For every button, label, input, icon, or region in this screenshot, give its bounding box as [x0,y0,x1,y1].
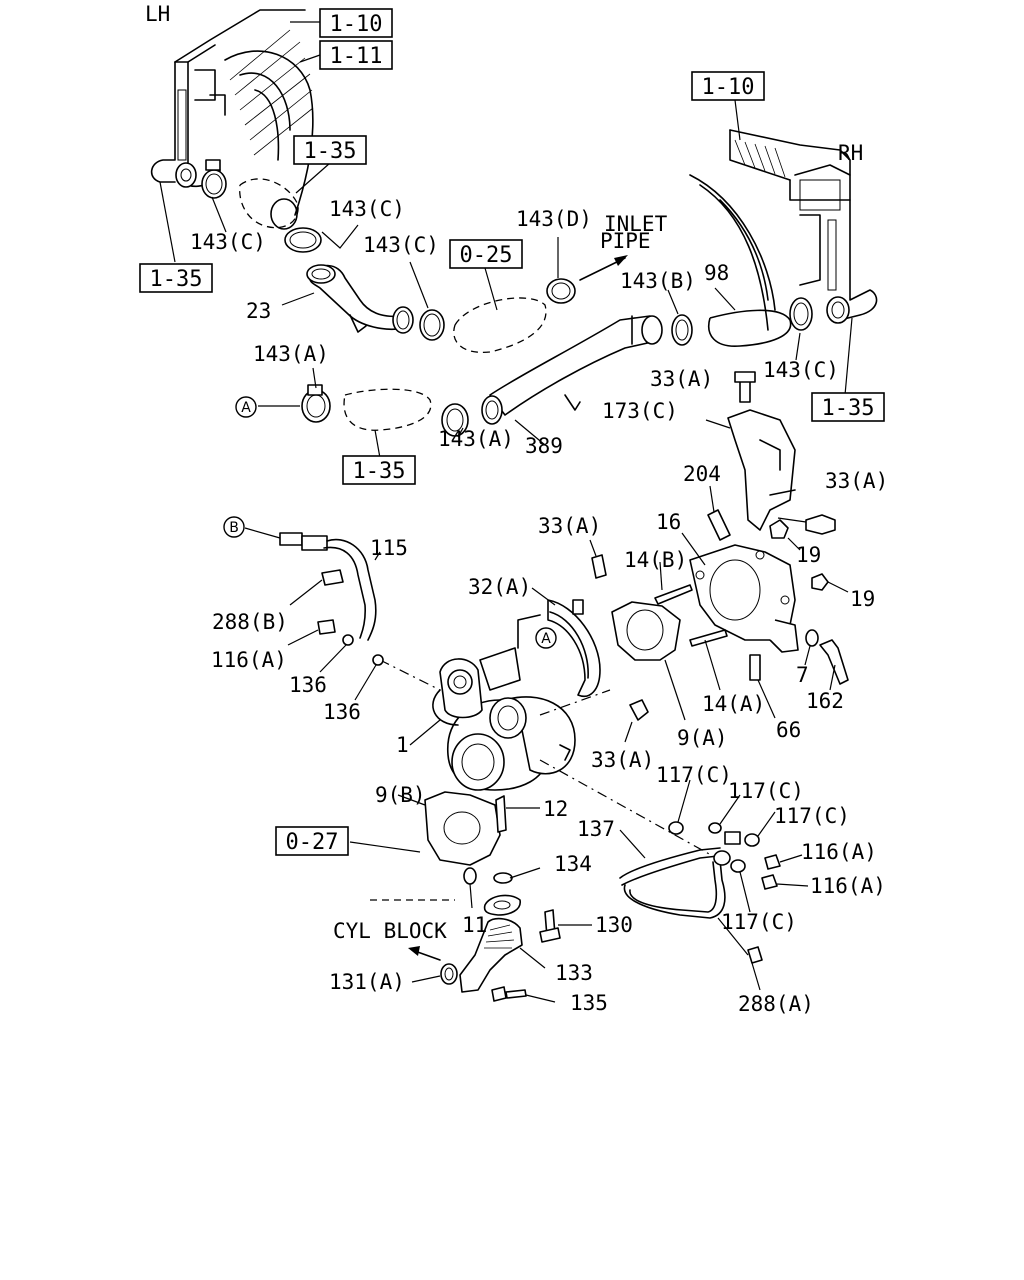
part-label-133: 133 [555,961,593,985]
ref-box-lh-left-1-35[interactable]: 1-35 [139,263,213,293]
connector-a-turbo: A [535,627,557,649]
part-label-66: 66 [776,718,801,742]
flange-16 [611,532,849,721]
ref-box-lower-1-35[interactable]: 1-35 [342,455,416,485]
hose-98 [708,287,813,361]
part-label-33a: 33(A) [650,367,713,391]
svg-text:1-35: 1-35 [150,267,203,292]
part-label-1: 1 [396,733,409,757]
part-label-116a: 116(A) [810,874,886,898]
return-pipe-133 [408,867,592,1003]
part-label-33a: 33(A) [825,469,888,493]
lh-side-label: LH [145,2,170,26]
part-label-7: 7 [796,663,809,687]
part-label-98: 98 [704,261,729,285]
part-label-32a: 32(A) [468,575,531,599]
connector-b: B [223,516,245,538]
part-label-117c: 117(C) [728,779,804,803]
part-label-143d: 143(D) [516,207,592,231]
lower-hose-1-35 [258,367,432,459]
part-label-117c: 117(C) [774,804,850,828]
part-label-143c: 143(C) [763,358,839,382]
svg-text:1-35: 1-35 [353,459,406,484]
rh-side-label: RH [838,141,863,165]
svg-text:B: B [229,520,239,536]
gasket-9b [349,791,540,909]
hose-0-25 [453,237,628,353]
part-label-389: 389 [525,434,563,458]
ref-box-rh-1-35[interactable]: 1-35 [811,392,885,422]
part-label-143a: 143(A) [438,427,514,451]
part-label-116a: 116(A) [801,840,877,864]
part-label-136: 136 [289,673,327,697]
svg-text:0-25: 0-25 [460,243,513,268]
part-label-173c: 173(C) [602,399,678,423]
bolts-7-66-162 [749,629,849,719]
svg-text:1-11: 1-11 [330,44,383,69]
part-label-117c: 117(C) [721,910,797,934]
part-label-33a: 33(A) [591,748,654,772]
part-label-14a: 14(A) [702,692,765,716]
svg-text:A: A [541,631,551,647]
part-label-11: 11 [462,913,487,937]
svg-text:1-35: 1-35 [304,139,357,164]
svg-text:1-10: 1-10 [330,12,383,37]
part-label-131a: 131(A) [329,970,405,994]
heat-shield-32a [531,539,649,743]
inlet-pipe-note-line1: INLET [604,212,668,236]
part-label-143c: 143(C) [190,230,266,254]
part-label-23: 23 [246,299,271,323]
part-label-116a: 116(A) [211,648,287,672]
connector-a-upper: A [235,396,257,418]
ref-box-center-0-25[interactable]: 0-25 [449,239,523,269]
part-label-19: 19 [796,543,821,567]
svg-text:1-35: 1-35 [822,396,875,421]
part-label-143b: 143(B) [620,269,696,293]
ref-box-bottom-0-27[interactable]: 0-27 [275,826,349,856]
ref-box-lh-1-11[interactable]: 1-11 [319,40,393,70]
part-label-12: 12 [543,797,568,821]
part-label-14b: 14(B) [624,548,687,572]
part-label-33a: 33(A) [538,514,601,538]
ref-box-lh-1-10[interactable]: 1-10 [319,8,393,38]
turbocharger-1 [379,614,611,791]
part-label-143c: 143(C) [329,197,405,221]
svg-text:1-10: 1-10 [702,75,755,100]
part-label-288a: 288(A) [738,992,814,1016]
rh-intake-manifold [689,99,878,396]
pipe-23-assembly [281,224,445,341]
cyl-block-note: CYL BLOCK [333,919,447,943]
part-label-134: 134 [554,852,592,876]
part-label-9b: 9(B) [375,783,426,807]
lh-intake-manifold [150,9,331,263]
part-label-204: 204 [683,462,721,486]
part-label-117c: 117(C) [656,763,732,787]
part-label-9a: 9(A) [677,726,728,750]
bracket-173c [705,371,836,551]
oil-pipe-137 [539,759,809,991]
part-label-19: 19 [850,587,875,611]
pipe-389 [441,289,693,446]
part-label-115: 115 [370,536,408,560]
part-label-135: 135 [570,991,608,1015]
oil-pipe-115 [244,527,384,701]
part-label-143a: 143(A) [253,342,329,366]
part-label-130: 130 [595,913,633,937]
svg-text:0-27: 0-27 [286,830,339,855]
ref-box-lh-upper-1-35[interactable]: 1-35 [293,135,367,165]
part-label-162: 162 [806,689,844,713]
part-label-143c: 143(C) [363,233,439,257]
part-label-16: 16 [656,510,681,534]
part-label-288b: 288(B) [212,610,288,634]
svg-text:A: A [241,400,251,416]
part-label-136: 136 [323,700,361,724]
ref-box-rh-1-10[interactable]: 1-10 [691,71,765,101]
inlet-pipe-note-line2: PIPE [600,229,651,253]
part-label-137: 137 [577,817,615,841]
